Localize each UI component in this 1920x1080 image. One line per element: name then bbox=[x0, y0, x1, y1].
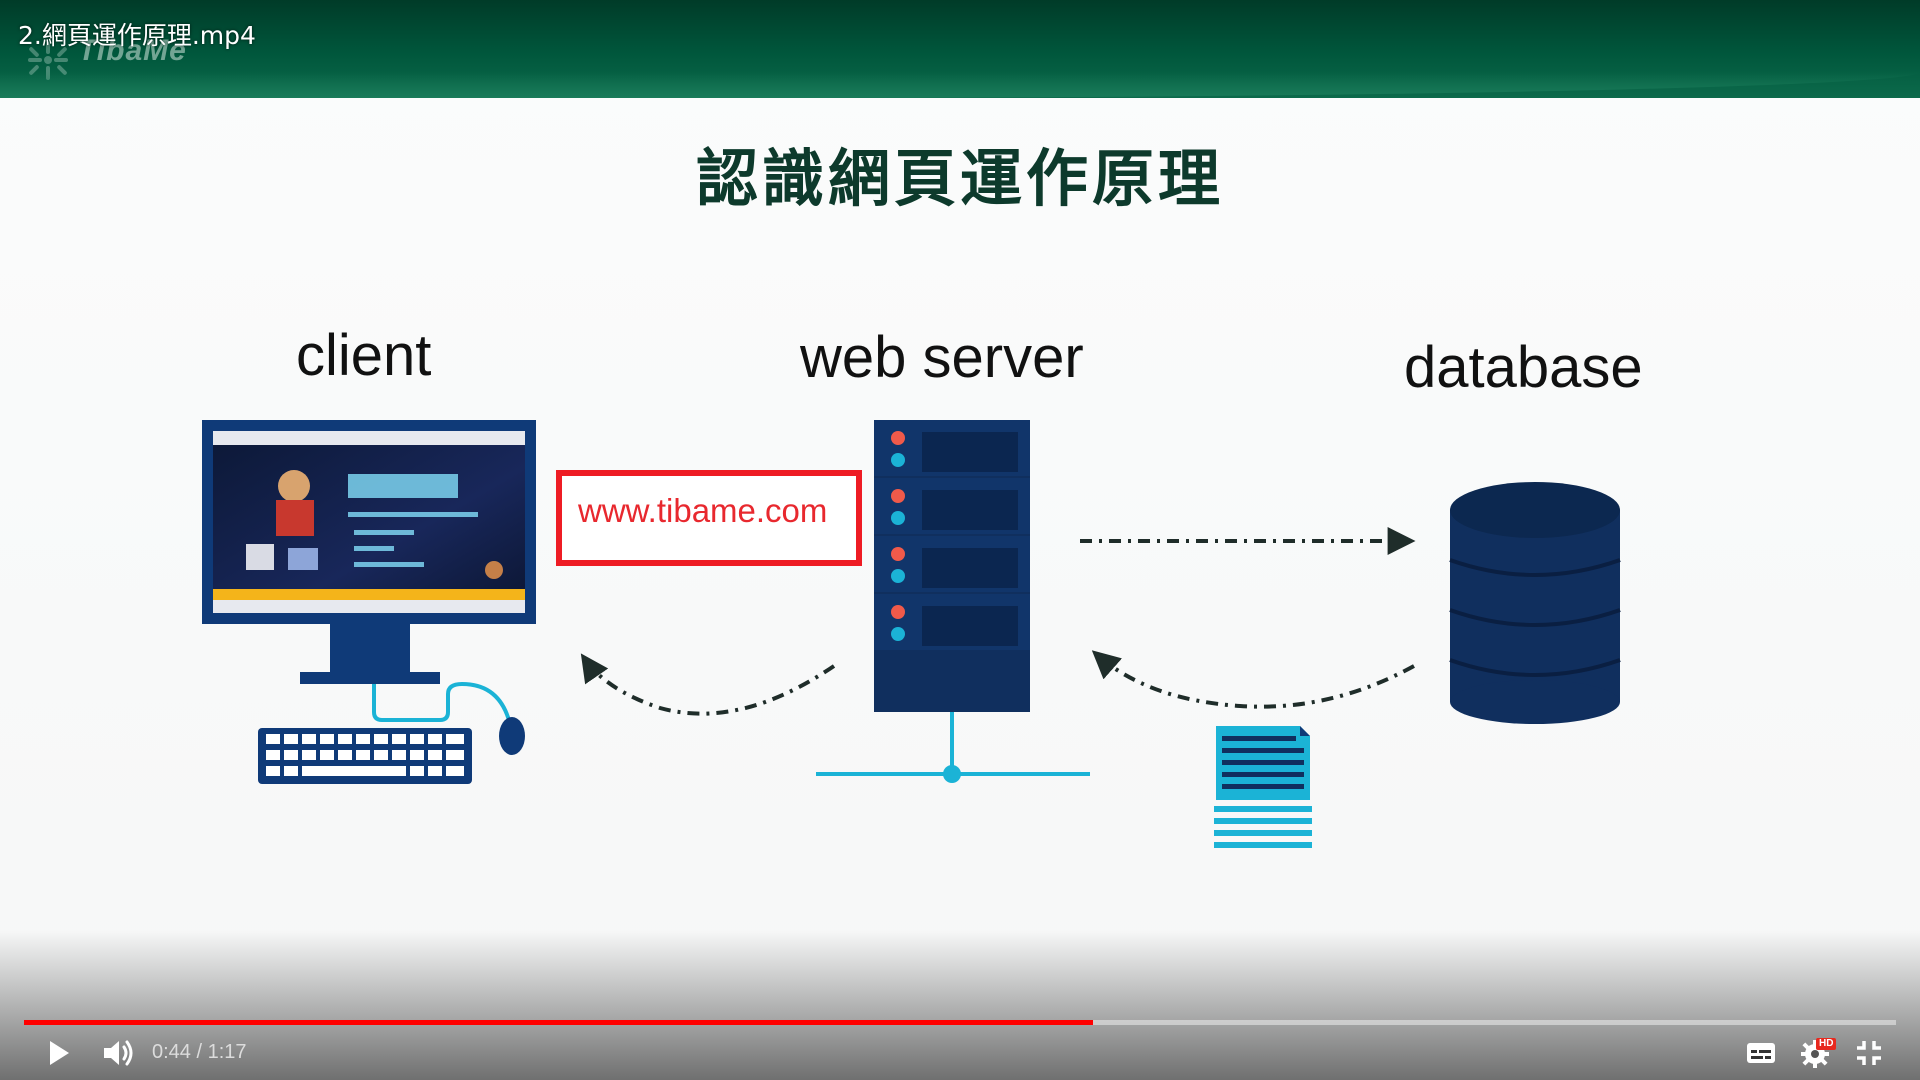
response-arrow-to-client bbox=[580, 653, 836, 716]
hd-badge: HD bbox=[1816, 1038, 1837, 1050]
slide-logo-text: TibaMe bbox=[78, 34, 187, 67]
subtitles-icon bbox=[1747, 1043, 1775, 1063]
slide-header-bar: TibaMe bbox=[0, 0, 1920, 98]
document-icon bbox=[1214, 726, 1312, 848]
volume-button[interactable] bbox=[96, 1030, 142, 1076]
progress-bar[interactable] bbox=[24, 1020, 1896, 1025]
player-controls: 0:44 / 1:17 bbox=[0, 1030, 1920, 1076]
exit-fullscreen-icon bbox=[1857, 1041, 1881, 1065]
volume-icon bbox=[104, 1040, 133, 1066]
slide-title: 認識網頁運作原理 bbox=[695, 142, 1224, 215]
web-server-icon bbox=[816, 420, 1090, 783]
data-return-arrow bbox=[1091, 650, 1415, 709]
time-separator: / bbox=[190, 1041, 208, 1063]
client-computer-icon bbox=[202, 420, 536, 784]
play-icon bbox=[50, 1041, 69, 1065]
database-label: database bbox=[1404, 335, 1643, 400]
duration: 1:17 bbox=[207, 1041, 247, 1063]
subtitles-button[interactable] bbox=[1738, 1030, 1784, 1076]
controls-gradient bbox=[0, 930, 1920, 1080]
video-title: 2.網頁運作原理.mp4 bbox=[18, 21, 256, 50]
settings-button[interactable]: HD bbox=[1792, 1030, 1838, 1076]
url-text: www.tibame.com bbox=[578, 492, 828, 529]
time-display: 0:44 / 1:17 bbox=[152, 1041, 247, 1064]
progress-played bbox=[24, 1020, 1093, 1025]
web-server-label: web server bbox=[800, 325, 1084, 390]
current-time: 0:44 bbox=[152, 1041, 191, 1063]
play-button[interactable] bbox=[34, 1030, 80, 1076]
url-request-box: www.tibame.com bbox=[556, 470, 862, 566]
exit-fullscreen-button[interactable] bbox=[1846, 1030, 1892, 1076]
gear-icon bbox=[1801, 1040, 1829, 1068]
database-icon bbox=[1449, 482, 1621, 724]
client-label: client bbox=[296, 323, 432, 388]
